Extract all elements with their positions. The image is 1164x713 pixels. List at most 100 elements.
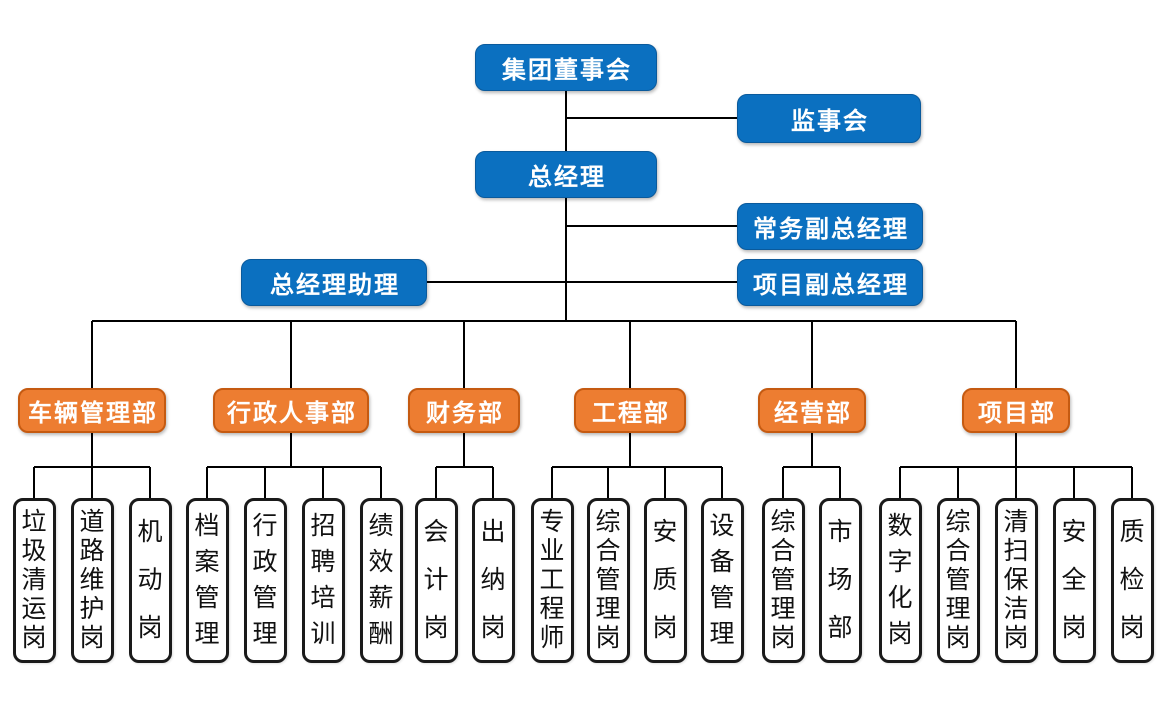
connector-line	[629, 321, 631, 388]
post-label-char: 理	[194, 620, 220, 649]
post-label-char: 检	[1119, 565, 1145, 594]
connector-line	[1015, 433, 1017, 467]
connector-line	[552, 466, 722, 468]
post-label-char: 管	[194, 584, 220, 613]
post-label-char: 综	[595, 508, 621, 536]
org-node-vehicle-management: 车辆管理部	[18, 388, 166, 433]
connector-line	[811, 433, 813, 467]
org-node-admin-hr-post-1: 档案管理	[185, 498, 229, 663]
post-label-char: 管	[252, 584, 278, 613]
org-node-project-dept-post-3: 清扫保洁岗	[994, 498, 1038, 663]
post-label-char: 招	[310, 511, 336, 540]
post-label-char: 岗	[652, 614, 678, 643]
post-label-char: 垃	[21, 508, 47, 536]
post-label-char: 合	[770, 537, 796, 565]
org-node-project-dept-post-5: 质检岗	[1110, 498, 1154, 663]
post-label-char: 出	[480, 517, 506, 546]
org-node-project-dept-post-4: 安全岗	[1052, 498, 1096, 663]
post-label-char: 管	[709, 584, 735, 613]
post-label-char: 薪	[368, 584, 394, 613]
connector-line	[435, 467, 437, 498]
post-label-char: 备	[709, 547, 735, 576]
post-label-char: 安	[1061, 517, 1087, 546]
connector-line	[565, 198, 567, 321]
post-label-char: 管	[595, 566, 621, 594]
org-node-project-deputy-gm: 项目副总经理	[737, 259, 923, 306]
connector-line	[607, 467, 609, 498]
org-node-engineering-post-1: 专业工程师	[530, 498, 574, 663]
connector-line	[149, 467, 151, 498]
post-label-char: 安	[652, 517, 678, 546]
org-node-engineering: 工程部	[574, 388, 686, 433]
connector-line	[566, 117, 737, 119]
post-label-char: 管	[945, 566, 971, 594]
post-label-char: 理	[945, 595, 971, 623]
post-label-char: 档	[194, 511, 220, 540]
org-node-project-dept: 项目部	[962, 388, 1070, 433]
post-label-char: 训	[310, 620, 336, 649]
org-node-board: 集团董事会	[475, 44, 657, 91]
connector-line	[91, 467, 93, 498]
post-label-char: 质	[1119, 517, 1145, 546]
org-node-vehicle-management-post-2: 道路维护岗	[70, 498, 114, 663]
connector-line	[91, 433, 93, 467]
connector-line	[207, 466, 381, 468]
connector-line	[721, 467, 723, 498]
org-node-finance-post-2: 出纳岗	[471, 498, 515, 663]
post-label-char: 化	[887, 584, 913, 613]
connector-line	[206, 467, 208, 498]
connector-line	[566, 225, 737, 227]
connector-line	[322, 467, 324, 498]
org-node-operations-post-1: 综合管理岗	[761, 498, 805, 663]
connector-line	[783, 466, 840, 468]
post-label-char: 管	[770, 566, 796, 594]
org-node-admin-hr-post-3: 招聘培训	[301, 498, 345, 663]
post-label-char: 岗	[1003, 624, 1029, 652]
connector-line	[664, 467, 666, 498]
connector-line	[629, 433, 631, 467]
post-label-char: 岗	[137, 614, 163, 643]
post-label-char: 字	[887, 547, 913, 576]
connector-line	[436, 466, 493, 468]
post-label-char: 程	[539, 595, 565, 623]
post-label-char: 扫	[1003, 537, 1029, 565]
post-label-char: 岗	[1119, 614, 1145, 643]
org-node-engineering-post-2: 综合管理岗	[586, 498, 630, 663]
org-node-general-manager: 总经理	[475, 151, 657, 198]
org-node-executive-deputy-gm: 常务副总经理	[737, 203, 923, 250]
connector-line	[92, 320, 1016, 322]
post-label-char: 岗	[79, 624, 105, 652]
org-node-gm-assistant: 总经理助理	[241, 259, 427, 306]
post-label-char: 动	[137, 565, 163, 594]
post-label-char: 综	[770, 508, 796, 536]
connector-line	[33, 467, 35, 498]
post-label-char: 岗	[480, 614, 506, 643]
post-label-char: 酬	[368, 620, 394, 649]
post-label-char: 合	[595, 537, 621, 565]
post-label-char: 政	[252, 547, 278, 576]
connector-line	[551, 467, 553, 498]
connector-line	[1015, 321, 1017, 388]
post-label-char: 岗	[423, 614, 449, 643]
connector-line	[782, 467, 784, 498]
org-node-vehicle-management-post-3: 机动岗	[128, 498, 172, 663]
post-label-char: 圾	[21, 537, 47, 565]
post-label-char: 场	[827, 565, 853, 594]
post-label-char: 业	[539, 537, 565, 565]
connector-line	[91, 321, 93, 388]
connector-line	[565, 91, 567, 151]
connector-line	[839, 467, 841, 498]
post-label-char: 运	[21, 595, 47, 623]
post-label-char: 质	[652, 565, 678, 594]
connector-line	[380, 467, 382, 498]
post-label-char: 计	[423, 565, 449, 594]
connector-line	[899, 467, 901, 498]
post-label-char: 工	[539, 566, 565, 594]
org-node-project-dept-post-1: 数字化岗	[878, 498, 922, 663]
post-label-char: 数	[887, 511, 913, 540]
org-node-admin-hr: 行政人事部	[213, 388, 369, 433]
connector-line	[290, 433, 292, 467]
post-label-char: 机	[137, 517, 163, 546]
post-label-char: 岗	[595, 624, 621, 652]
org-node-project-dept-post-2: 综合管理岗	[936, 498, 980, 663]
